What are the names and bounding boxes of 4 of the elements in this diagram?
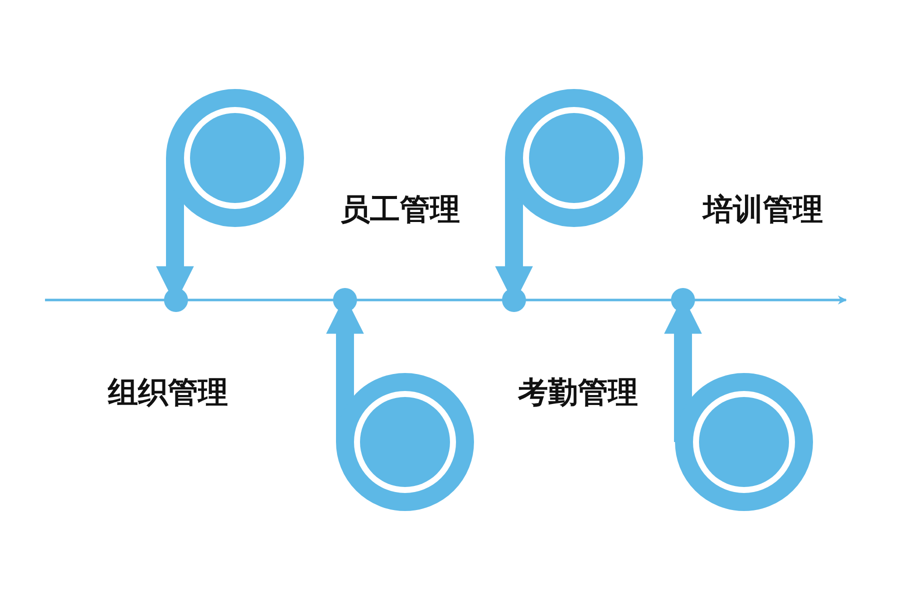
stage-label: 组织管理 — [108, 374, 228, 412]
stage-label: 培训管理 — [703, 192, 823, 230]
stage-label: 考勤管理 — [518, 374, 638, 412]
stage-label: 员工管理 — [340, 192, 460, 230]
